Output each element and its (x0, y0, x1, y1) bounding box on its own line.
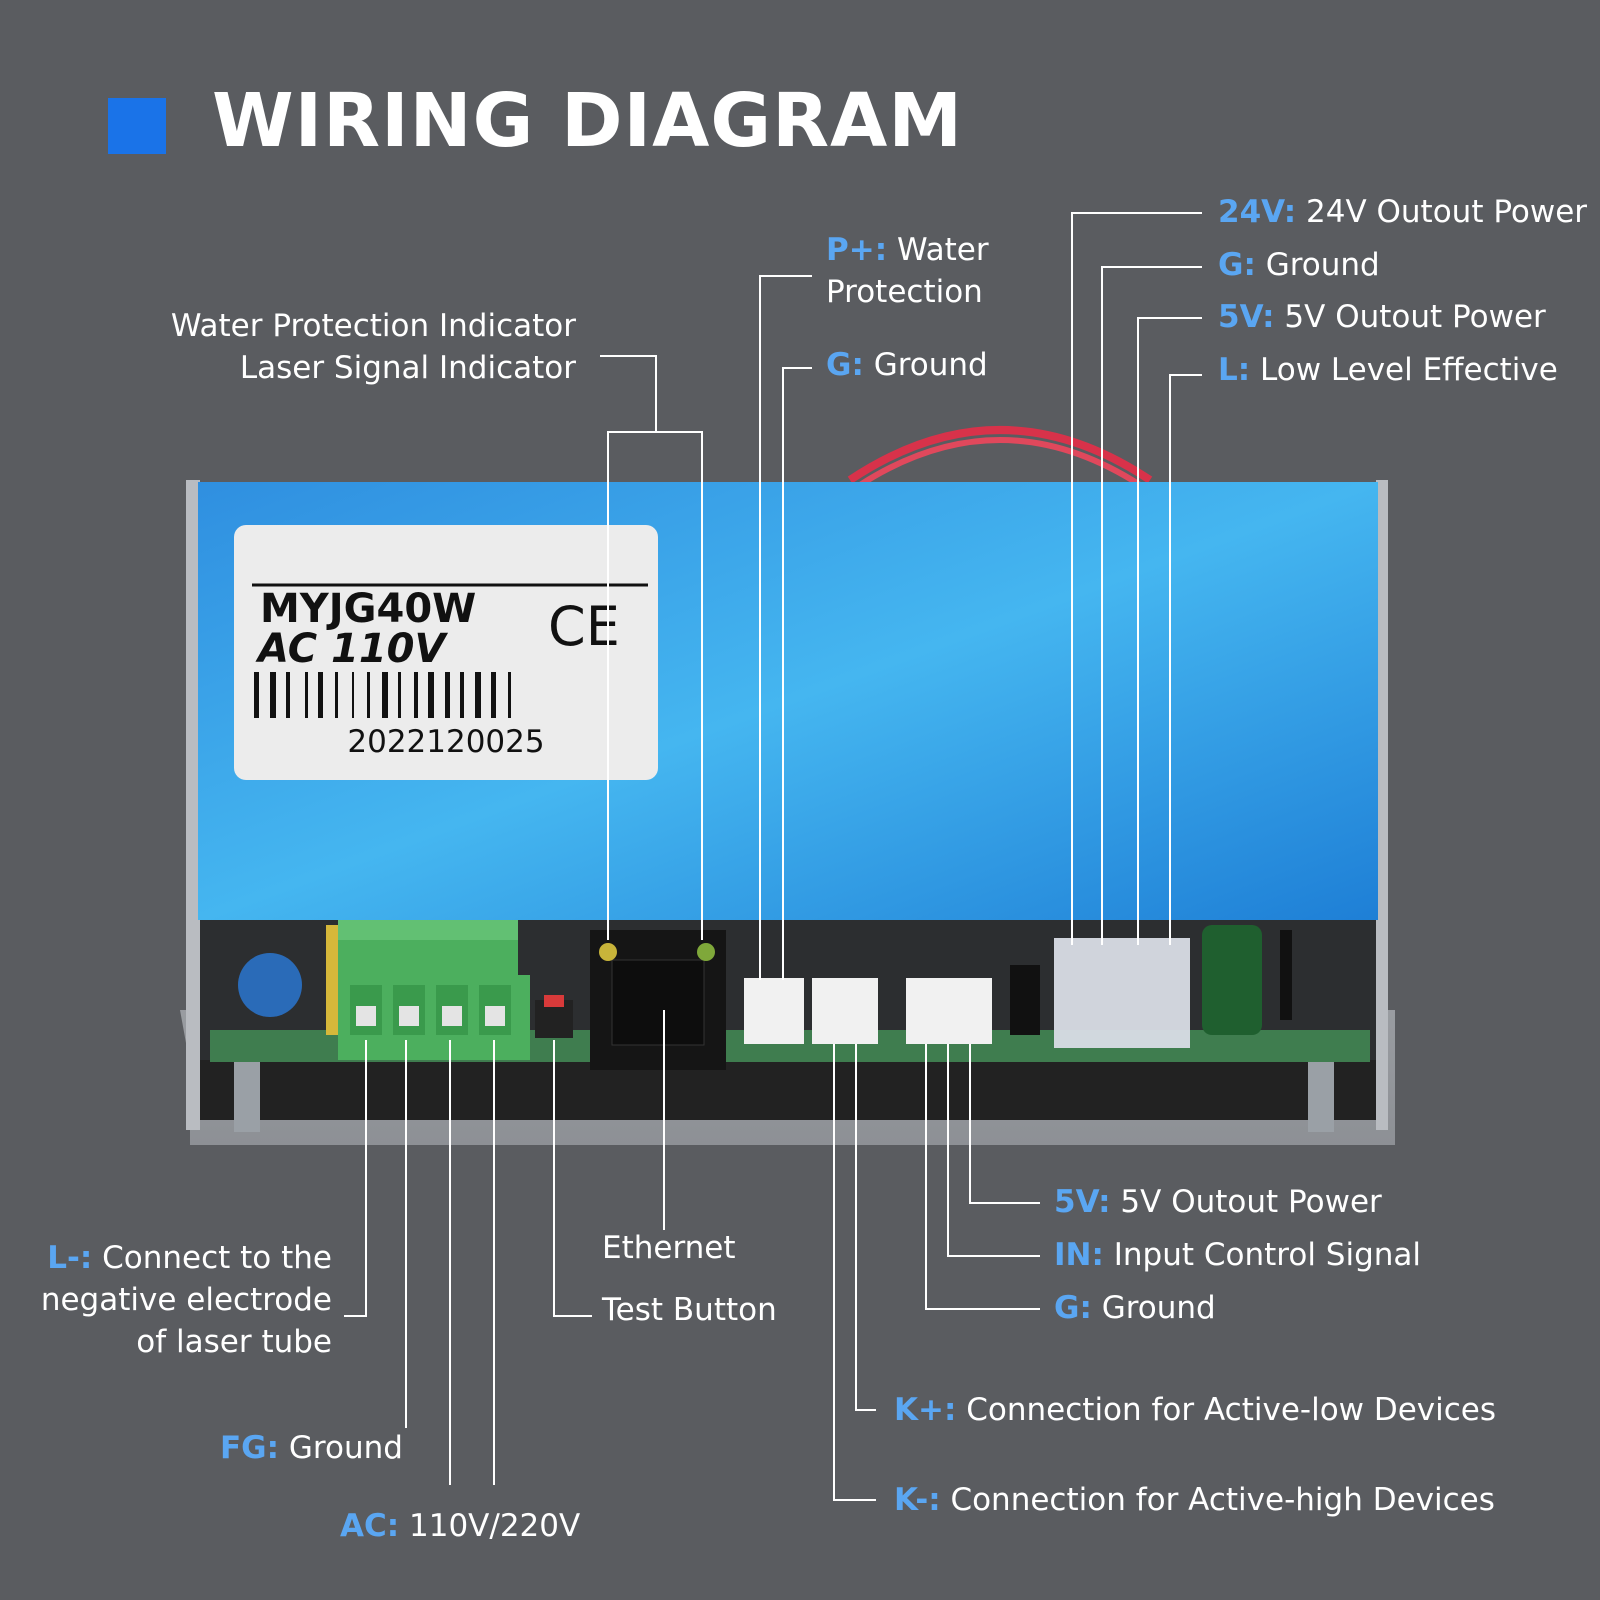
callout-k-minus: K-: Connection for Active-high Devices (894, 1482, 1495, 1518)
barcode (254, 672, 511, 718)
callout-ac: AC: 110V/220V (340, 1508, 581, 1544)
terminal-block (338, 920, 530, 1060)
leader-p-plus (759, 275, 812, 980)
callout-ethernet: Ethernet (602, 1230, 736, 1266)
leader-g-bottom (925, 1044, 1040, 1310)
callout-indicators: Water Protection Indicator Laser Signal … (170, 308, 576, 386)
connector-p-g (744, 978, 804, 1044)
model-text: MYJG40W (260, 586, 476, 632)
callout-p-plus: P+: Water Protection (826, 232, 989, 310)
leader-k-plus (855, 1044, 876, 1411)
leader-l-low (1169, 374, 1202, 945)
callout-g-water: G: Ground (826, 347, 988, 383)
callout-l-low: L: Low Level Effective (1218, 352, 1558, 388)
leader-5v-top (1137, 317, 1202, 945)
callout-in-signal: IN: Input Control Signal (1054, 1237, 1422, 1273)
title-accent-square (108, 98, 166, 154)
leader-indicators (600, 355, 703, 940)
capacitor-electrolytic (1202, 925, 1262, 1035)
serial-number: 2022120025 (347, 724, 544, 760)
leader-24v (1071, 212, 1202, 945)
red-wire (847, 426, 1153, 484)
connector-5v-in-g (906, 978, 992, 1044)
product-label (234, 525, 658, 780)
callout-l-minus: L-: Connect to the negative electrode of… (40, 1240, 332, 1360)
leader-g-top (1101, 266, 1202, 945)
callout-fg: FG: Ground (220, 1430, 403, 1466)
callout-5v-top: 5V: 5V Outout Power (1218, 299, 1546, 335)
leader-g-water (782, 367, 812, 980)
callout-test-button: Test Button (602, 1292, 777, 1328)
leader-test-button (553, 1040, 592, 1317)
capacitor-blue (238, 953, 302, 1017)
callout-24v: 24V: 24V Outout Power (1218, 194, 1588, 230)
leader-5v-bottom (969, 1044, 1040, 1204)
leader-in (947, 1044, 1040, 1257)
leader-k-minus (833, 1044, 876, 1501)
connector-24v (1054, 938, 1190, 1048)
voltage-text: AC 110V (255, 626, 449, 672)
callout-k-plus: K+: Connection for Active-low Devices (894, 1392, 1497, 1428)
ethernet-port (590, 930, 726, 1070)
callout-g-bottom: G: Ground (1054, 1290, 1216, 1326)
page-title: WIRING DIAGRAM (212, 78, 963, 164)
leader-l-minus (344, 1040, 367, 1317)
callout-g-top: G: Ground (1218, 247, 1380, 283)
callout-5v-bottom: 5V: 5V Outout Power (1054, 1184, 1382, 1220)
connector-k (812, 978, 878, 1044)
